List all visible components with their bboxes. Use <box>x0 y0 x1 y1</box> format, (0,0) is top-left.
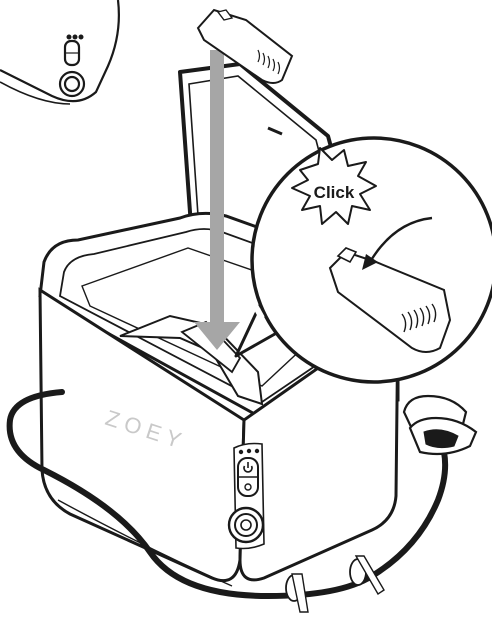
control-panel <box>229 444 264 549</box>
click-label: Click <box>314 183 355 202</box>
inset-device <box>0 0 119 104</box>
inset-button-panel <box>60 36 84 96</box>
cable-clip <box>286 556 384 612</box>
plug <box>404 396 476 454</box>
knob <box>229 508 263 542</box>
indicator-light <box>239 450 243 454</box>
indicator-light <box>247 449 251 453</box>
indicator-light <box>255 449 259 453</box>
